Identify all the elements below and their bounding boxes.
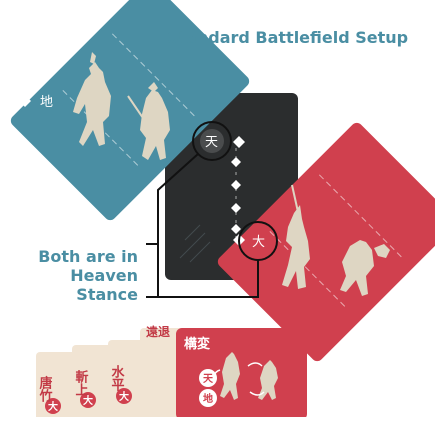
svg-text:斬上: 斬上 (73, 369, 89, 396)
svg-text:地: 地 (413, 276, 426, 291)
svg-text:大: 大 (83, 394, 93, 407)
callout-line-3: Stance (38, 285, 138, 304)
svg-text:構変: 構変 (184, 336, 210, 352)
svg-text:大: 大 (252, 235, 265, 250)
svg-text:天: 天 (205, 135, 218, 150)
svg-text:水平: 水平 (109, 364, 125, 392)
svg-text:大: 大 (48, 400, 58, 413)
callout-line-2: Heaven (38, 266, 138, 285)
svg-text:地: 地 (203, 392, 213, 405)
svg-text:唐竹: 唐竹 (37, 375, 54, 403)
callout-line-1: Both are in (38, 247, 138, 266)
svg-text:天: 天 (203, 373, 214, 385)
red-card-right-stance: 地 (413, 276, 426, 291)
page-title: Standard Battlefield Setup (150, 28, 425, 47)
svg-text:大: 大 (119, 390, 129, 403)
svg-text:遠退: 遠退 (146, 324, 170, 339)
stance-callout: Both are in Heaven Stance (38, 247, 138, 304)
svg-text:地: 地 (40, 95, 53, 110)
